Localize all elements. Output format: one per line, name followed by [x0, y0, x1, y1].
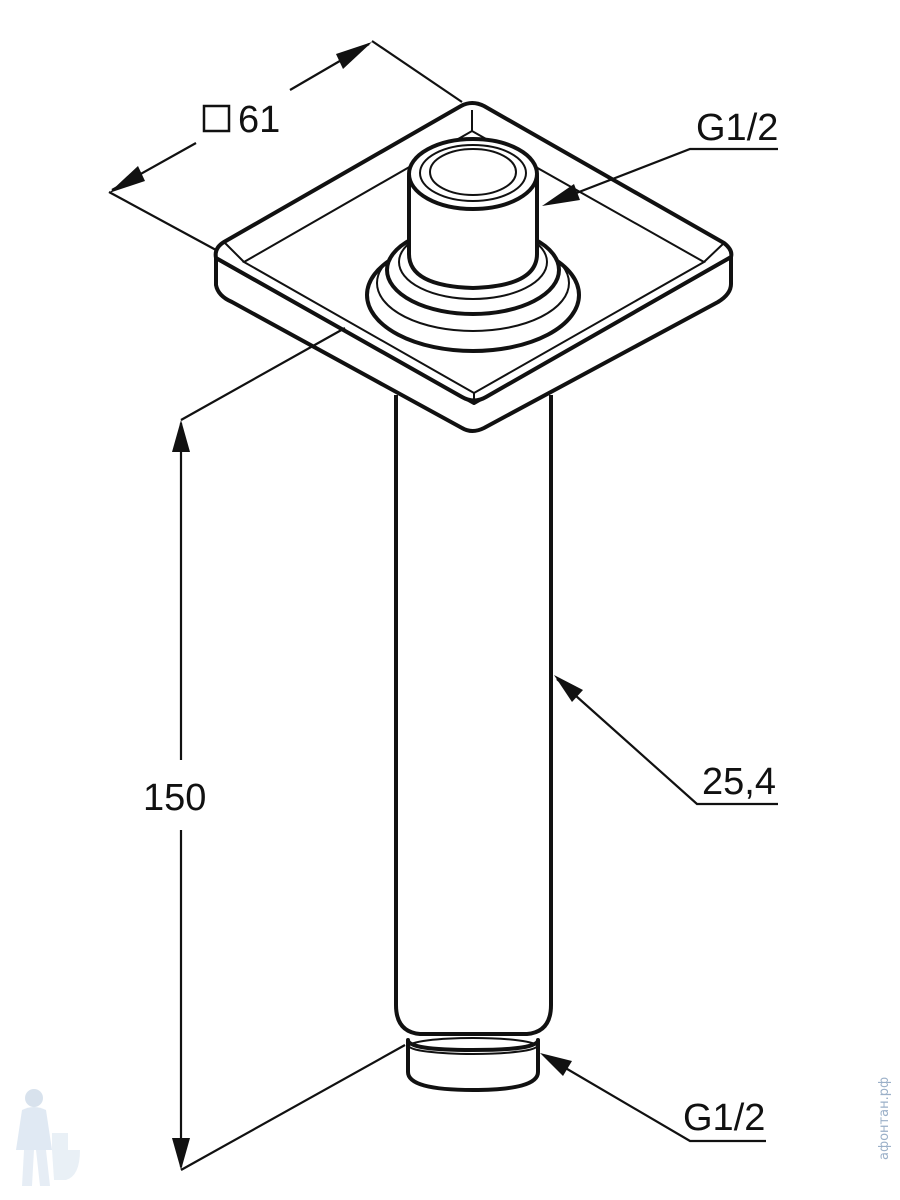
tube-diameter-label: 25,4: [702, 761, 776, 803]
tube: [394, 395, 553, 1036]
bottom-thread-nipple: [406, 1037, 540, 1092]
bottom-thread-label: G1/2: [683, 1097, 765, 1139]
flange-size-label: 61: [238, 99, 280, 141]
site-watermark: афонтан.рф: [877, 1077, 892, 1160]
tube-diameter-dimension: 25,4: [554, 675, 778, 806]
plumber-mascot-logo: [16, 1089, 80, 1186]
top-thread-nipple: [407, 137, 539, 290]
flange-size-dimension: 61: [108, 40, 463, 251]
length-dimension: 150: [143, 327, 406, 1171]
top-thread-dimension: G1/2: [542, 107, 778, 206]
square-symbol-icon: [202, 104, 231, 133]
top-thread-label: G1/2: [696, 107, 778, 149]
bottom-thread-dimension: G1/2: [540, 1053, 766, 1143]
length-label: 150: [143, 777, 206, 819]
